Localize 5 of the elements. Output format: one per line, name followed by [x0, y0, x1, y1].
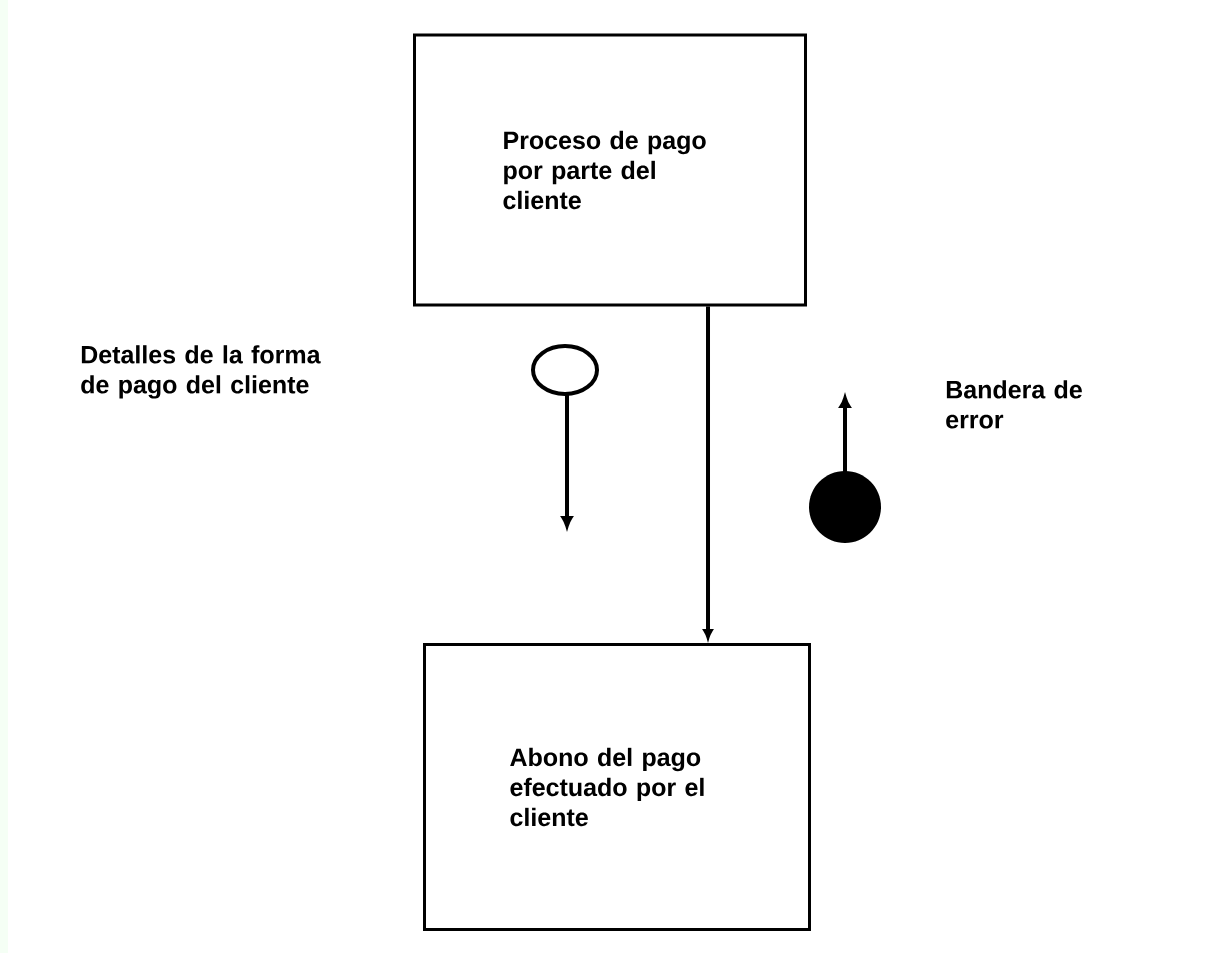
module-box: Abono del pago efectuado por el cliente [423, 643, 811, 931]
call-arrow [703, 306, 713, 640]
couple-label: Detalles de la forma de pago del cliente [81, 345, 321, 399]
module-box: Proceso de pago por parte del cliente [413, 33, 807, 307]
couple-label: Bandera de error [946, 380, 1082, 429]
